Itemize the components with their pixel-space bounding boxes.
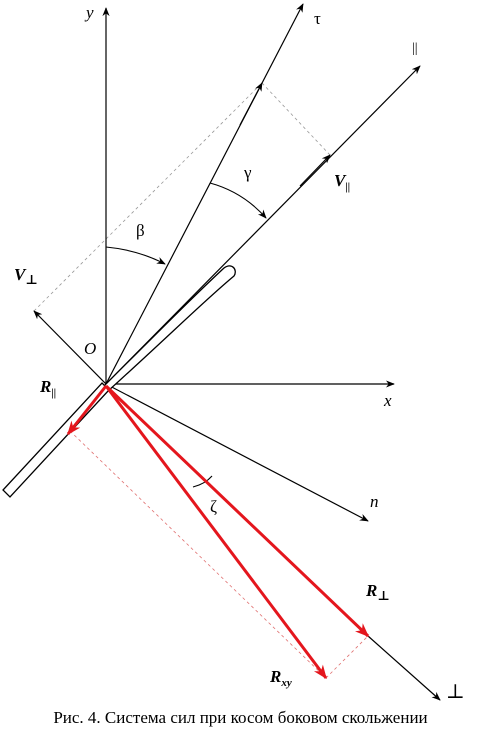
runner-body (2, 265, 236, 498)
v-par-vector-tip (299, 154, 331, 187)
label-r-xy-sub: xy (280, 677, 292, 689)
force-vectors (66, 384, 370, 680)
label-v-perp-sub: ⊥ (25, 272, 37, 287)
label-beta: β (136, 221, 145, 240)
angle-arcs (105, 182, 267, 488)
label-r-par-sub: || (51, 387, 56, 399)
label-r-xy: Rxy (269, 667, 292, 689)
label-v-par-sub: || (345, 181, 350, 193)
label-v-perp: V⊥ (14, 265, 38, 287)
v-perp-vector (33, 310, 107, 385)
label-zeta: ζ (210, 497, 217, 516)
figure-caption: Рис. 4. Система сил при косом боковом ск… (53, 708, 428, 727)
force-construction-lines (69, 430, 369, 679)
tau-axis (105, 3, 304, 385)
label-r-perp-sub: ⊥ (377, 588, 389, 603)
label-r-par: R|| (39, 377, 56, 399)
label-O: O (84, 339, 96, 358)
zeta-arc (192, 475, 213, 488)
gamma-arc (209, 182, 267, 219)
label-gamma: γ (243, 163, 252, 182)
runner-upper (103, 265, 236, 392)
perp-axis (367, 635, 441, 701)
n-axis (105, 383, 369, 522)
construction-lines (33, 82, 331, 312)
tau-vector-tip (239, 82, 263, 126)
labels: y τ || x n ⊥ O β γ ζ V|| V⊥ R|| R⊥ Rxy (14, 3, 465, 703)
label-n: n (370, 492, 379, 511)
label-par: || (412, 41, 418, 56)
dash-rxy-r-perp (325, 635, 369, 679)
label-x: x (383, 391, 392, 410)
r-xy-vector (104, 385, 328, 680)
label-tau: τ (314, 9, 321, 28)
r-perp-vector (104, 384, 370, 638)
dash-r-par-rxy (69, 430, 327, 679)
r-par-vector (66, 385, 108, 436)
label-perp: ⊥ (446, 681, 465, 703)
label-r-perp: R⊥ (365, 581, 390, 603)
dash-tau-v-par (261, 82, 331, 156)
beta-arc (105, 246, 166, 265)
label-y: y (84, 3, 94, 22)
label-v-par: V|| (334, 171, 350, 193)
